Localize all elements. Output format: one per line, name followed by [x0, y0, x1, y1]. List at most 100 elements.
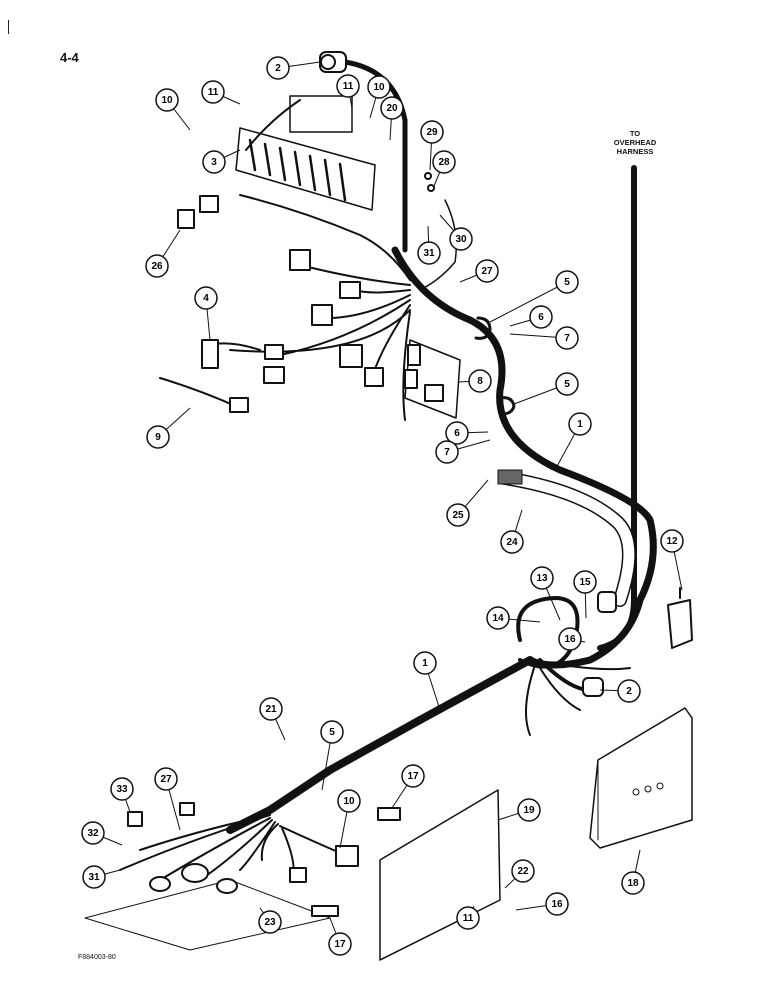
- callout-circle: [432, 150, 456, 174]
- callout-7: 7: [435, 439, 491, 464]
- connector-plug-a: [289, 249, 311, 271]
- callout-circle: [621, 871, 645, 895]
- callout-circle: [420, 120, 444, 144]
- callout-number: 23: [264, 917, 276, 928]
- callout-20: 20: [380, 96, 404, 141]
- callout-circle: [555, 326, 579, 350]
- callout-circle: [573, 570, 597, 594]
- callout-number: 5: [564, 277, 570, 288]
- connector-plug-d: [264, 344, 284, 360]
- callout-circle: [486, 606, 510, 630]
- callout-circle: [530, 566, 554, 590]
- callout-circle: [555, 270, 579, 294]
- callout-circle: [145, 254, 169, 278]
- main-harness-upper: [391, 246, 657, 669]
- callout-5: 5: [320, 720, 344, 791]
- callout-circle: [337, 789, 361, 813]
- callout-29: 29: [420, 120, 444, 171]
- callout-circle: [511, 859, 535, 883]
- callout-number: 11: [343, 81, 354, 92]
- callout-14: 14: [486, 606, 541, 630]
- callout-number: 6: [454, 428, 460, 439]
- callout-number: 13: [536, 573, 548, 584]
- callout-circle: [558, 627, 582, 651]
- callout-number: 26: [151, 261, 163, 272]
- relay-panel: [404, 339, 461, 419]
- callout-number: 9: [155, 432, 161, 443]
- callout-number: 19: [523, 805, 535, 816]
- hose-24-end: [497, 469, 523, 485]
- callout-circle: [154, 767, 178, 791]
- callout-number: 24: [506, 537, 518, 548]
- callout-circle: [617, 679, 641, 703]
- callout-circle: [445, 421, 469, 445]
- page-number: 4-4: [60, 50, 79, 65]
- callout-circle: [456, 906, 480, 930]
- callout-number: 17: [334, 939, 346, 950]
- fastener-28: [427, 184, 435, 192]
- callout-number: 10: [161, 95, 173, 106]
- callout-11: 11: [201, 80, 241, 105]
- sender-unit-a: [149, 876, 171, 892]
- callout-circle: [367, 75, 391, 99]
- callout-13: 13: [530, 566, 561, 621]
- lower-wire-fan: [119, 814, 346, 881]
- callout-33: 33: [110, 777, 134, 813]
- callout-number: 22: [517, 866, 529, 877]
- callout-11: 11: [336, 74, 360, 109]
- junction-wires: [525, 661, 631, 736]
- callout-number: 11: [208, 87, 219, 98]
- callout-10: 10: [367, 75, 391, 119]
- callout-circle: [202, 150, 226, 174]
- callout-circle: [380, 96, 404, 120]
- fuse-block: [235, 95, 376, 211]
- callout-number: 2: [626, 686, 632, 697]
- connector-17-lower: [311, 905, 339, 917]
- sender-unit-b: [181, 863, 209, 883]
- callout-7: 7: [509, 326, 579, 350]
- callout-number: 1: [422, 658, 428, 669]
- connector-9b: [263, 366, 285, 384]
- callout-23: 23: [258, 907, 282, 934]
- callout-circle: [517, 798, 541, 822]
- callout-1: 1: [554, 412, 592, 471]
- callout-10: 10: [155, 88, 191, 131]
- callout-number: 10: [343, 796, 355, 807]
- fastener-29: [424, 172, 432, 180]
- callout-31: 31: [82, 865, 121, 889]
- callout-number: 29: [426, 127, 438, 138]
- connector-plug-c: [311, 304, 333, 326]
- connector-2-top: [319, 51, 347, 73]
- callout-number: 32: [87, 828, 99, 839]
- callout-30: 30: [439, 214, 473, 251]
- callout-3: 3: [202, 149, 241, 174]
- callout-27: 27: [154, 767, 181, 831]
- callout-number: 2: [275, 63, 281, 74]
- callout-31: 31: [417, 225, 441, 265]
- callout-circle: [155, 88, 179, 112]
- connector-9: [229, 397, 249, 413]
- callout-5: 5: [489, 270, 579, 323]
- callout-number: 1: [577, 419, 583, 430]
- callout-32: 32: [81, 821, 123, 846]
- callout-circle: [529, 305, 553, 329]
- callout-2: 2: [599, 679, 641, 703]
- callout-number: 5: [564, 379, 570, 390]
- callout-4: 4: [194, 286, 218, 341]
- fuse-block-wires: [239, 99, 411, 281]
- harness-label-line1: TO: [629, 129, 641, 138]
- callout-6: 6: [509, 305, 553, 329]
- callout-circle: [417, 241, 441, 265]
- callout-circle: [435, 440, 459, 464]
- harness-label-line3: HARNESS: [616, 147, 654, 156]
- connector-2-lower: [582, 677, 604, 697]
- callout-number: 21: [265, 704, 277, 715]
- callout-25: 25: [446, 479, 489, 527]
- wire-27: [419, 199, 457, 291]
- callout-number: 31: [423, 248, 435, 259]
- callout-number: 31: [88, 872, 100, 883]
- callout-circle: [449, 227, 473, 251]
- callout-circle: [259, 697, 283, 721]
- connector-26: [177, 209, 195, 229]
- callout-number: 15: [579, 577, 591, 588]
